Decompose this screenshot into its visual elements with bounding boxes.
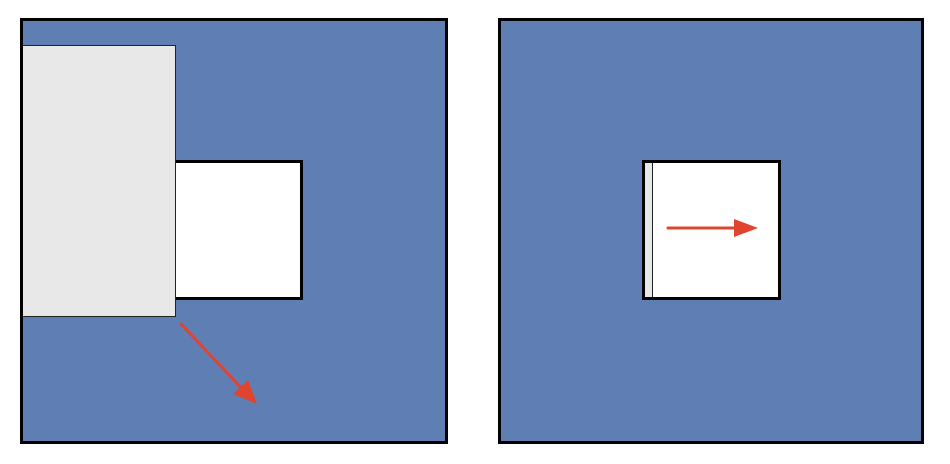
square-hole-right (642, 160, 781, 300)
sheet-edge-right (645, 163, 653, 297)
square-hole-left (163, 160, 303, 300)
panel-left (20, 18, 448, 444)
panel-right (498, 18, 924, 444)
sliding-sheet-left (23, 45, 176, 317)
